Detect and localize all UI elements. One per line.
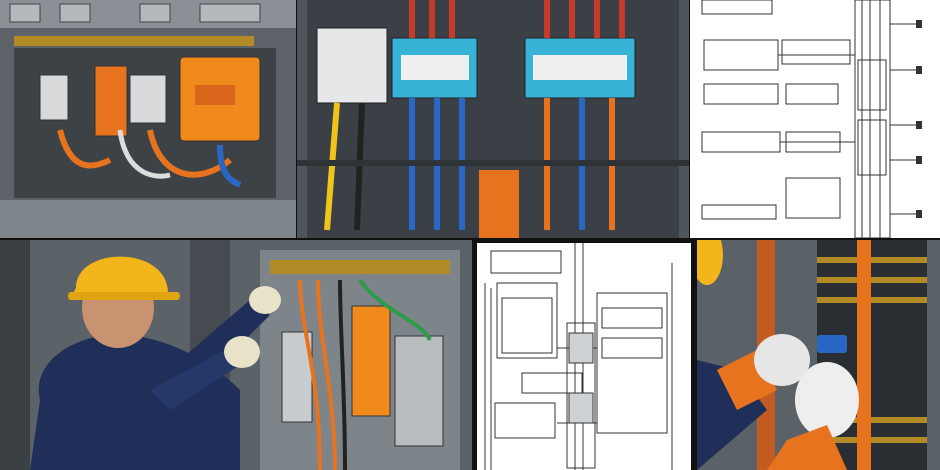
wiring-schematic-right: [690, 0, 940, 238]
electrical-panel-contactors-photo: [0, 0, 296, 238]
electrician-wiring-panel-photo: [0, 240, 472, 470]
circuit-breaker-cabinet-photo: [297, 0, 689, 238]
electrician-gloved-hands-photo: [697, 240, 940, 470]
wiring-schematic-center: [477, 243, 691, 470]
